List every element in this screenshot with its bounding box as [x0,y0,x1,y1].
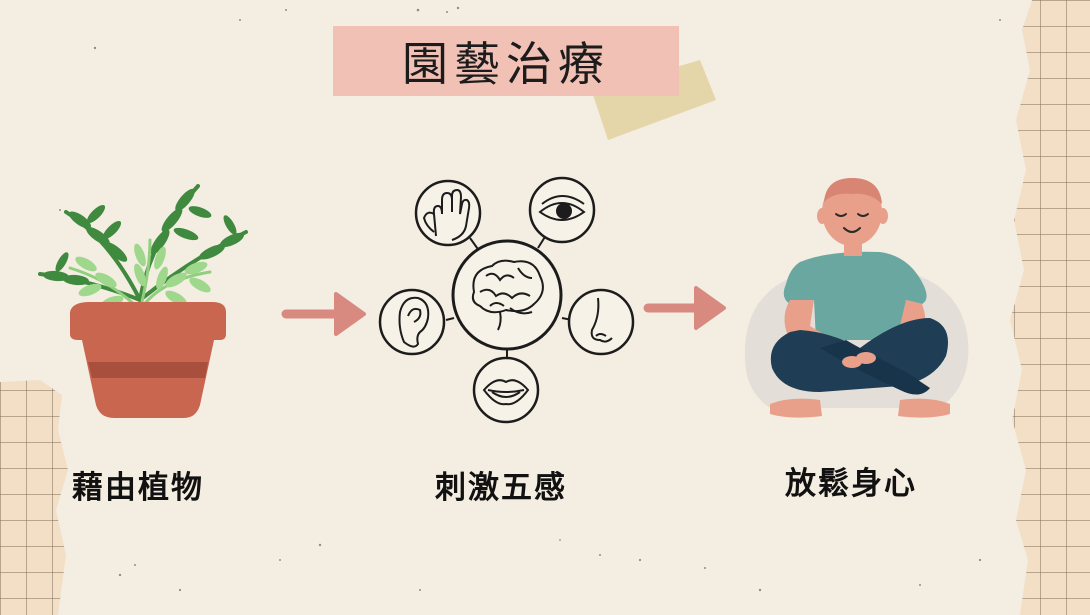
step-label-senses: 刺激五感 [435,470,567,506]
arrow-right-icon [643,286,726,330]
grid-paper-right [1010,0,1090,615]
tape-decoration [592,60,716,140]
meditating-person-icon [744,178,969,418]
arrow-right-icon [281,292,366,336]
potted-plant-icon [38,184,248,418]
speckles [59,6,1001,592]
step-label-relax: 放鬆身心 [785,466,917,502]
step-label-plants: 藉由植物 [72,470,204,506]
five-senses-brain-icon [378,176,635,424]
title-banner: 園藝治療 [333,26,679,96]
grid-paper-left [0,380,68,615]
page-title: 園藝治療 [402,37,610,91]
